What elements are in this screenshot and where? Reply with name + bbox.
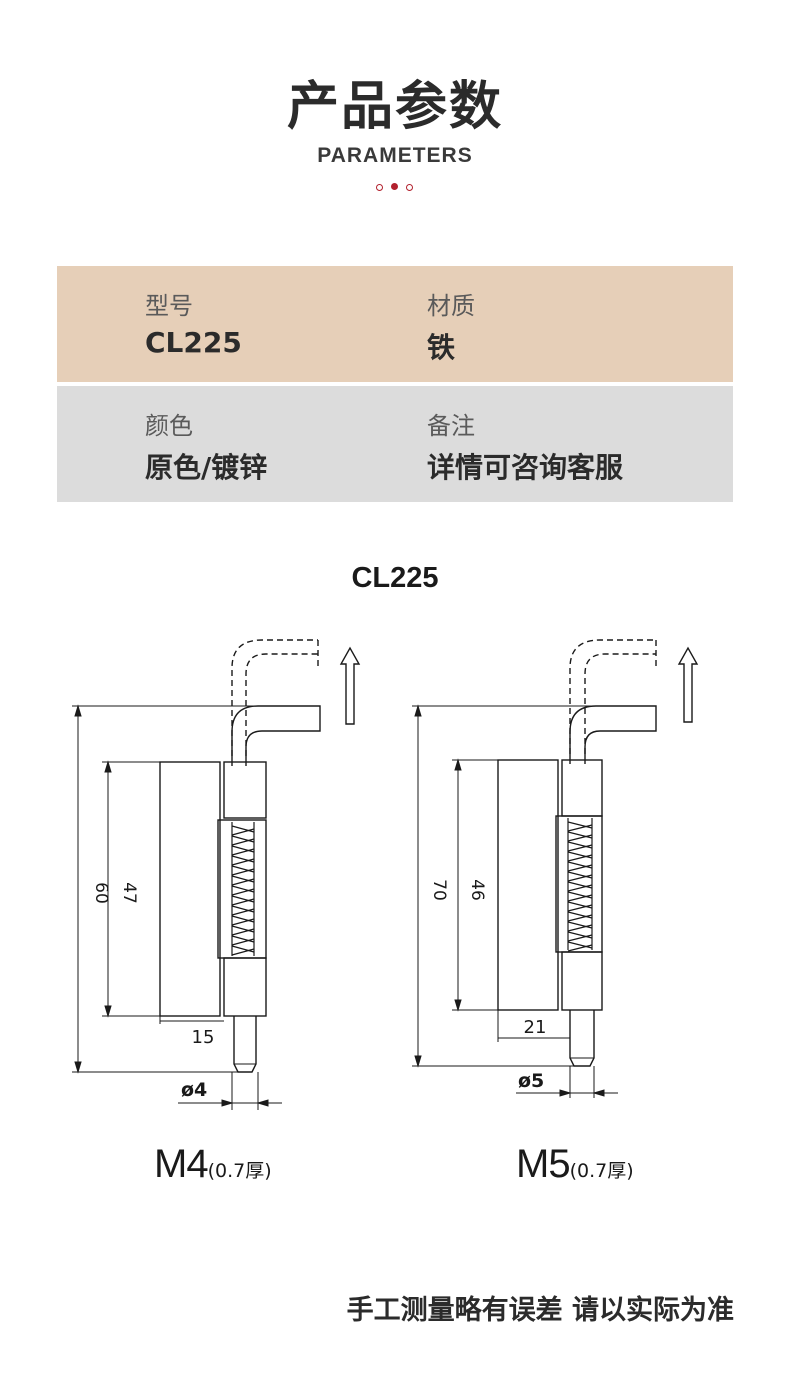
pin-drawing-m5: 70 46 21 ø5: [412, 639, 699, 1098]
thread-size: M4: [154, 1142, 209, 1186]
dim-pin-diameter: ø4: [181, 1079, 207, 1101]
param-value: 原色/镀锌: [145, 451, 268, 484]
param-label: 颜色: [145, 412, 193, 440]
spring-housing: [555, 815, 603, 953]
param-value: 详情可咨询客服: [427, 451, 624, 484]
dim-body-length: 46: [467, 879, 487, 901]
upper-collar: [223, 761, 267, 819]
dim-width: 21: [524, 1017, 547, 1038]
lower-collar: [223, 957, 267, 1017]
param-label: 材质: [427, 292, 475, 320]
param-value: CL225: [145, 326, 242, 359]
spring: [567, 818, 593, 952]
param-label: 型号: [145, 292, 193, 320]
pin: [233, 1016, 257, 1073]
dim-width: 15: [192, 1027, 215, 1048]
thickness-note: (0.7厚): [569, 1160, 634, 1182]
page-subtitle: PARAMETERS: [317, 144, 473, 167]
pin: [569, 1010, 595, 1067]
spring: [231, 822, 255, 956]
dot-icon: [391, 183, 398, 190]
dim-overall-length: 70: [429, 879, 449, 901]
param-value: 铁: [427, 331, 456, 364]
handle: [569, 705, 657, 758]
model-caption-m4: M4(0.7厚): [154, 1142, 272, 1187]
body: [497, 759, 559, 1011]
drawing-title: CL225: [351, 562, 439, 594]
dim-overall-length: 60: [91, 882, 111, 904]
raised-handle-dashed: [231, 639, 319, 766]
dimensions: [412, 704, 656, 1098]
param-row-model-material: 型号 CL225 材质 铁: [57, 266, 733, 382]
dim-pin-diameter: ø5: [518, 1070, 544, 1092]
thread-size: M5: [516, 1142, 571, 1186]
param-row-color-remark: 颜色 原色/镀锌 备注 详情可咨询客服: [57, 386, 733, 502]
thickness-note: (0.7厚): [207, 1160, 272, 1182]
technical-drawing: 60 47 15 ø4: [72, 639, 699, 1110]
measurement-disclaimer: 手工测量略有误差 请以实际为准: [346, 1295, 734, 1326]
lift-arrow-icon: [339, 646, 361, 725]
dim-body-length: 47: [119, 882, 139, 904]
handle: [231, 705, 321, 760]
raised-handle-dashed: [569, 639, 657, 764]
lower-collar: [561, 951, 603, 1011]
param-label: 备注: [427, 412, 475, 440]
model-caption-m5: M5(0.7厚): [516, 1142, 634, 1187]
body: [159, 761, 221, 1017]
pin-drawing-m4: 60 47 15 ø4: [72, 639, 361, 1110]
dot-icon: [376, 184, 383, 191]
page-title: 产品参数: [286, 77, 503, 137]
lift-arrow-icon: [677, 646, 699, 723]
upper-collar: [561, 759, 603, 817]
decorative-dots: [373, 183, 417, 193]
dot-icon: [406, 184, 413, 191]
dimensions: [72, 704, 318, 1110]
